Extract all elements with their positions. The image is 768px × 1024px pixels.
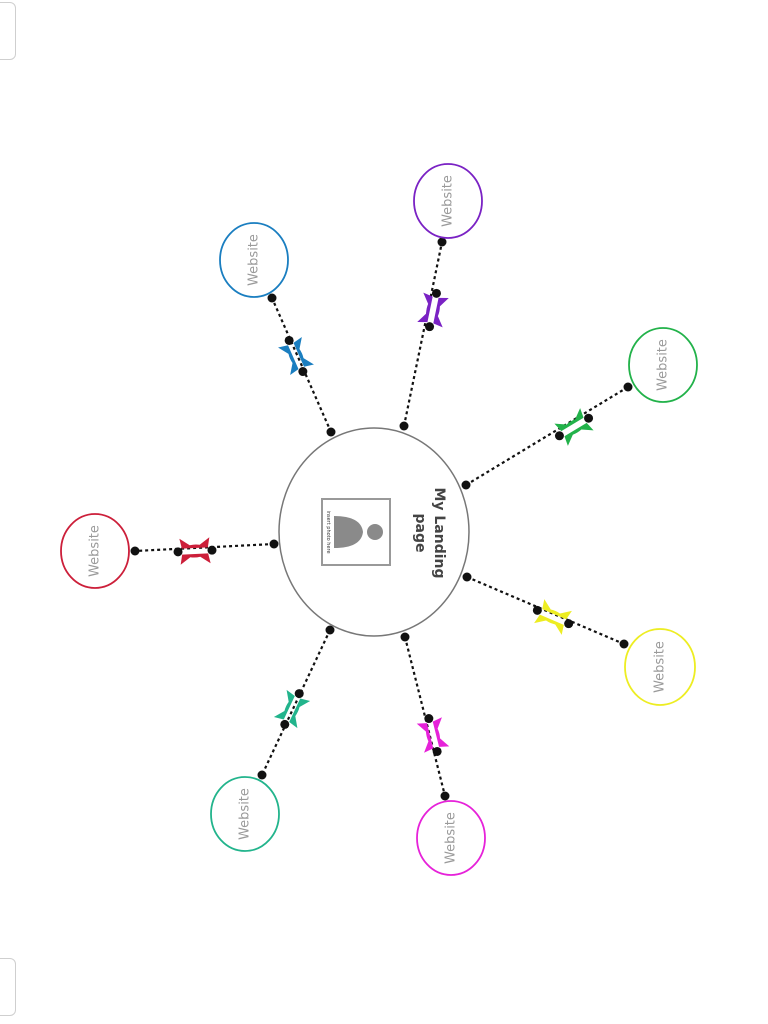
connector-handle-start-red[interactable] xyxy=(269,539,279,549)
website-node-teal-label: Website xyxy=(238,788,253,840)
website-node-blue-circle[interactable] xyxy=(219,222,289,298)
connector-handle-bow-in-green[interactable] xyxy=(554,431,564,441)
website-node-red[interactable]: Website xyxy=(60,513,130,589)
connector-blue xyxy=(267,293,336,437)
connector-handle-end-blue[interactable] xyxy=(267,293,277,303)
website-node-green-circle[interactable] xyxy=(628,327,698,403)
connector-handle-start-yellow[interactable] xyxy=(462,572,472,582)
connector-teal xyxy=(257,625,335,780)
connector-layer xyxy=(130,237,633,801)
connector-handle-start-blue[interactable] xyxy=(326,427,336,437)
connector-handle-bow-in-yellow[interactable] xyxy=(532,605,542,615)
connector-bowtie-purple[interactable] xyxy=(417,292,449,328)
connector-handle-end-teal[interactable] xyxy=(257,770,267,780)
connector-handle-start-teal[interactable] xyxy=(325,625,335,635)
website-node-magenta-label: Website xyxy=(444,812,459,864)
connector-handle-bow-out-green[interactable] xyxy=(584,413,594,423)
connector-line-purple xyxy=(402,241,444,427)
website-node-green-label: Website xyxy=(656,339,671,391)
panel-tab-top[interactable] xyxy=(0,2,16,60)
connector-handle-bow-in-blue[interactable] xyxy=(298,367,308,377)
connector-handle-end-purple[interactable] xyxy=(437,237,447,247)
connector-handle-start-purple[interactable] xyxy=(399,421,409,431)
connector-handle-start-green[interactable] xyxy=(461,480,471,490)
connector-handle-bow-out-magenta[interactable] xyxy=(432,746,442,756)
website-node-teal-circle[interactable] xyxy=(210,776,280,852)
connector-bowtie-green[interactable] xyxy=(554,408,594,446)
connector-handle-end-yellow[interactable] xyxy=(619,639,629,649)
connector-magenta xyxy=(400,632,450,801)
connector-handle-bow-in-purple[interactable] xyxy=(425,322,435,332)
website-node-blue[interactable]: Website xyxy=(219,222,289,298)
connector-handle-start-magenta[interactable] xyxy=(400,632,410,642)
person-body-icon xyxy=(334,516,363,548)
website-node-red-label: Website xyxy=(88,525,103,577)
connector-handle-bow-in-red[interactable] xyxy=(207,545,217,555)
website-node-purple[interactable]: Website xyxy=(413,163,483,239)
connector-handle-bow-out-purple[interactable] xyxy=(431,288,441,298)
person-head-icon xyxy=(367,524,383,540)
website-node-yellow-circle[interactable] xyxy=(624,628,696,706)
connector-line-red xyxy=(134,542,275,553)
website-node-yellow[interactable]: Website xyxy=(624,628,696,706)
website-node-red-circle[interactable] xyxy=(60,513,130,589)
connector-red xyxy=(130,537,279,565)
connector-handle-bow-out-blue[interactable] xyxy=(284,335,294,345)
connector-handle-bow-out-yellow[interactable] xyxy=(564,619,574,629)
website-node-green[interactable]: Website xyxy=(628,327,698,403)
connector-bowtie-teal[interactable] xyxy=(273,689,311,729)
center-node[interactable]: insert photo here My Landing page xyxy=(278,427,470,637)
connector-handle-bow-out-red[interactable] xyxy=(173,547,183,557)
connector-purple xyxy=(399,237,449,431)
photo-placeholder[interactable]: insert photo here xyxy=(321,498,391,566)
connector-green xyxy=(461,382,633,490)
connector-handle-end-green[interactable] xyxy=(623,382,633,392)
connector-line-green xyxy=(465,386,629,486)
website-node-blue-label: Website xyxy=(247,234,262,286)
connector-bowtie-red[interactable] xyxy=(179,537,211,565)
connector-bowtie-blue[interactable] xyxy=(278,337,314,375)
connector-bowtie-magenta[interactable] xyxy=(416,717,450,753)
connector-handle-bow-out-teal[interactable] xyxy=(280,719,290,729)
panel-tab-bottom[interactable] xyxy=(0,958,16,1016)
connector-bowtie-yellow[interactable] xyxy=(534,599,572,635)
website-node-magenta-circle[interactable] xyxy=(416,800,486,876)
connector-handle-end-red[interactable] xyxy=(130,546,140,556)
connector-line-blue xyxy=(270,297,333,433)
website-node-magenta[interactable]: Website xyxy=(416,800,486,876)
center-title: My Landing page xyxy=(412,487,447,578)
connector-handle-bow-in-teal[interactable] xyxy=(294,689,304,699)
website-node-purple-label: Website xyxy=(441,175,456,227)
center-title-line2: page xyxy=(412,514,428,553)
website-node-purple-circle[interactable] xyxy=(413,163,483,239)
connector-handle-bow-in-magenta[interactable] xyxy=(424,714,434,724)
connector-yellow xyxy=(462,572,629,649)
connector-line-teal xyxy=(261,629,331,776)
center-title-line1: My Landing xyxy=(431,487,447,578)
website-node-yellow-label: Website xyxy=(653,641,668,693)
connector-handle-end-magenta[interactable] xyxy=(440,791,450,801)
photo-caption: insert photo here xyxy=(325,510,331,553)
website-node-teal[interactable]: Website xyxy=(210,776,280,852)
